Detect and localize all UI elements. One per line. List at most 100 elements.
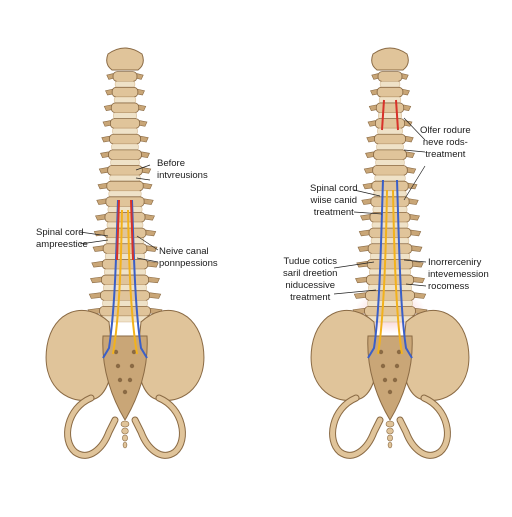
intervertebral-disc [113, 96, 136, 104]
transverse-process-left [363, 167, 373, 174]
transverse-process-right [410, 229, 422, 237]
coccyx-segment [122, 441, 128, 449]
vertebra [370, 196, 410, 207]
transverse-process-right [147, 261, 159, 268]
transverse-process-left [371, 73, 379, 80]
label-tudue-cotics: Tudue cotics saril dreetion niducessive … [283, 256, 337, 304]
vertebra [377, 71, 403, 82]
intervertebral-disc [109, 175, 141, 182]
intervertebral-disc [379, 96, 402, 104]
transverse-process-left [357, 245, 369, 252]
transverse-process-right [139, 120, 148, 127]
intervertebral-disc [111, 143, 139, 151]
vertebra [369, 212, 411, 223]
transverse-process-left [358, 229, 370, 237]
leader-line [333, 289, 377, 295]
intervertebral-disc [372, 206, 408, 213]
vertebra [364, 305, 416, 317]
coccyx-segment [122, 434, 128, 442]
vertebra [368, 227, 412, 239]
transverse-process-left [91, 261, 103, 268]
vertebra [102, 243, 148, 254]
pelvis-right-ischium [132, 395, 185, 458]
atlas-vertebra [106, 47, 144, 71]
intervertebral-disc [370, 237, 410, 244]
label-spinal-cord-left-line-2: ampreestice [36, 239, 88, 250]
intervertebral-disc [370, 253, 411, 260]
transverse-process-right [149, 292, 162, 299]
coccyx-segment [387, 441, 393, 449]
vertebra [99, 305, 151, 317]
transverse-process-right [407, 167, 417, 174]
label-older-rodure-line-3: treatment [425, 149, 466, 160]
leader-line [135, 164, 151, 171]
label-inorrerceniry-line-2: intevemession [428, 269, 489, 280]
label-spinal-cord-right: Spinal cord wiise canid treatment [310, 183, 358, 219]
intervertebral-disc [375, 159, 405, 166]
vertebra [373, 149, 407, 160]
label-before-line-2: intvreusions [157, 170, 208, 181]
transverse-process-right [142, 167, 152, 174]
nerve-left-yellow [377, 189, 388, 355]
label-before: Before intvreusions [157, 158, 208, 182]
intervertebral-disc [371, 221, 409, 229]
transverse-process-right [140, 135, 149, 143]
pelvis-left-ilium [45, 309, 114, 401]
transverse-process-left [97, 182, 108, 190]
intervertebral-disc [112, 128, 138, 135]
transverse-process-right [143, 198, 154, 205]
label-inorrerceniry-line-3: rocomess [428, 281, 470, 292]
intervertebral-disc [369, 268, 411, 276]
atlas-vertebra [371, 47, 409, 71]
intervertebral-disc [102, 300, 148, 307]
transverse-process-left [368, 104, 377, 112]
transverse-process-left [96, 198, 107, 205]
sacral-foramen [127, 377, 133, 383]
label-before-line-1: Before [157, 158, 185, 169]
vertebra [372, 165, 408, 176]
transverse-process-right [413, 276, 425, 284]
sacral-foramen [380, 363, 386, 369]
intervertebral-disc [376, 143, 404, 151]
label-spinal-cord-left: Spinal cord ampreestice [36, 227, 88, 251]
pelvis-left-ischium-outline [329, 394, 384, 459]
label-inorrerceniry-line-1: Inorrerceniry [428, 257, 482, 268]
transverse-process-left [88, 292, 101, 299]
intervertebral-disc [113, 112, 137, 119]
transverse-process-right [414, 292, 427, 299]
label-tudue-cotics-line-2: saril dreetion [283, 268, 338, 279]
label-tudue-cotics-line-1: Tudue cotics [283, 256, 337, 267]
intervertebral-disc [374, 175, 406, 182]
vertebra [365, 290, 415, 301]
leader-line [353, 211, 383, 215]
sacral-foramen [117, 377, 123, 383]
intervertebral-disc [105, 237, 145, 244]
intervertebral-disc [104, 268, 146, 276]
label-tudue-cotics-line-4: treatment [290, 292, 331, 303]
leader-line [136, 257, 159, 263]
vertebra [110, 102, 140, 114]
vertebra [100, 290, 150, 301]
transverse-process-right [406, 151, 415, 158]
label-older-rodure: Olfer rodure neve rods- treatment [420, 125, 471, 161]
transverse-process-right [409, 214, 420, 221]
transverse-process-right [403, 104, 412, 112]
nerve-left-blue [367, 179, 384, 359]
intervertebral-disc [379, 81, 401, 88]
left-spine-before [45, 47, 205, 459]
transverse-process-left [102, 120, 111, 127]
vertebra [108, 149, 142, 160]
transverse-process-left [355, 276, 367, 284]
sacral-foramen [394, 363, 400, 369]
transverse-process-left [361, 198, 372, 205]
intervertebral-disc [107, 206, 143, 213]
coccyx-segment [387, 434, 393, 442]
label-nerve-canal: Neive canal ponnpessions [159, 246, 218, 270]
vertebra [101, 274, 150, 286]
sacral-foramen [378, 349, 384, 355]
pelvis-right-ischium-outline [396, 394, 451, 459]
sacral-foramen [115, 363, 121, 369]
vertebra [112, 71, 138, 82]
